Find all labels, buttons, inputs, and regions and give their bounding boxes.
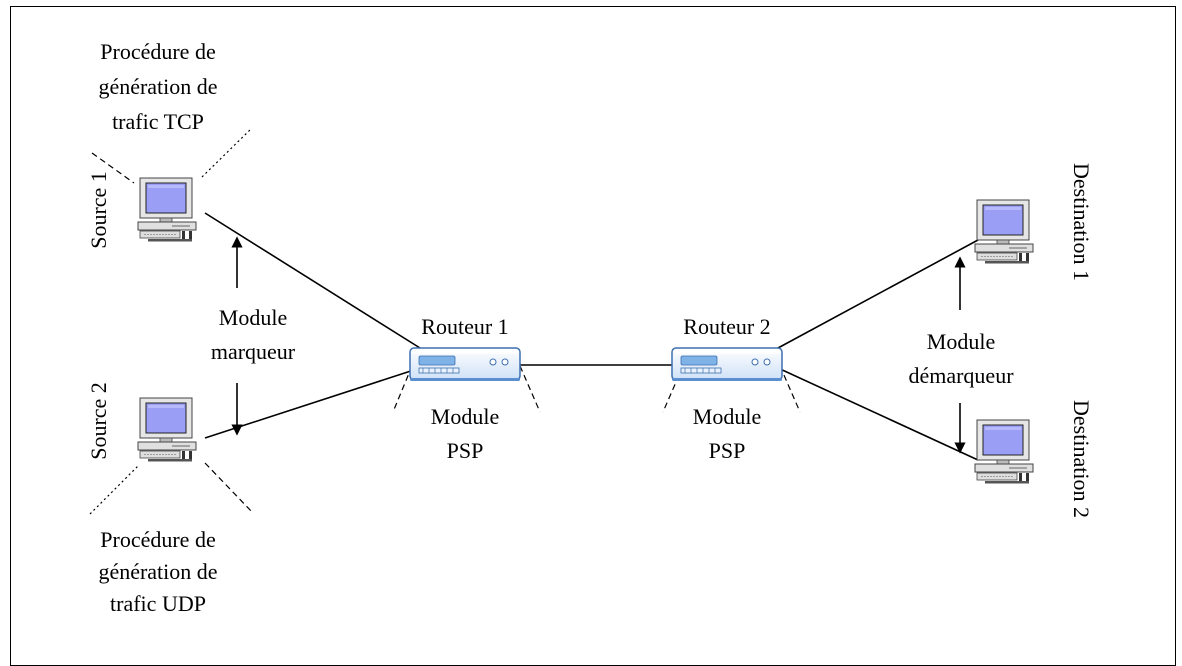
router2-module-line2: PSP: [709, 438, 746, 463]
router1-scope-left: [392, 365, 413, 413]
tcp-scope-left: [91, 152, 135, 184]
unmarker-module-line2: démarqueur: [908, 363, 1014, 388]
source2-label: Source 2: [86, 382, 111, 460]
router2-scope-left: [662, 365, 684, 413]
tcp-procedure-line2: génération de: [98, 74, 217, 99]
destination2-computer-icon: [974, 419, 1034, 484]
source1-label: Source 1: [86, 171, 111, 249]
destination2-label: Destination 2: [1069, 400, 1094, 518]
marker-module-line2: marqueur: [211, 339, 296, 364]
tcp-scope-right: [201, 127, 253, 178]
router1-icon: [409, 347, 521, 382]
router1-label: Routeur 1: [421, 314, 508, 339]
link-router2-destination1: [777, 239, 979, 349]
router2-scope-right: [779, 365, 801, 413]
router2-module-line1: Module: [693, 404, 761, 429]
udp-procedure-line2: génération de: [98, 559, 217, 584]
router1-module-line1: Module: [431, 404, 499, 429]
tcp-procedure-line3: trafic TCP: [112, 109, 204, 134]
marker-module-line1: Module: [219, 305, 287, 330]
unmarker-module-line1: Module: [927, 329, 995, 354]
link-source1-router1: [204, 212, 421, 349]
destination1-label: Destination 1: [1069, 163, 1094, 281]
udp-scope-left: [89, 465, 139, 515]
udp-procedure-line1: Procédure de: [100, 527, 215, 552]
scope-lines: [89, 127, 801, 515]
udp-procedure-line3: trafic UDP: [110, 591, 206, 616]
router2-icon: [671, 347, 783, 382]
network-links: [204, 212, 979, 461]
source1-computer-icon: [137, 177, 197, 242]
udp-scope-right: [204, 462, 254, 514]
destination1-computer-icon: [974, 199, 1034, 264]
router2-label: Routeur 2: [683, 314, 770, 339]
router1-module-line2: PSP: [447, 438, 484, 463]
tcp-procedure-line1: Procédure de: [100, 39, 215, 64]
source2-computer-icon: [137, 397, 197, 462]
arrows: [231, 236, 966, 454]
link-router2-destination2: [777, 367, 979, 461]
router1-scope-right: [519, 365, 541, 413]
